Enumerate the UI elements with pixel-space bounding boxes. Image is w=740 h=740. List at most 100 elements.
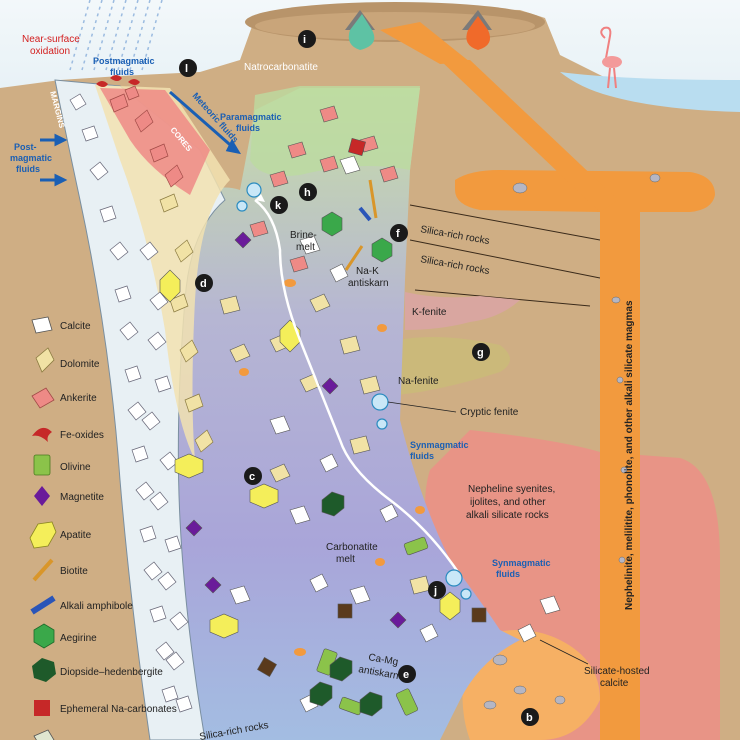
svg-text:melt: melt [336,554,355,565]
aegirine-icon [33,623,55,649]
legend-item-fe-oxides: Fe-oxides [32,427,104,442]
nak-antiskarn-label: Na-K antiskarn [348,266,389,289]
k-fenite-zone [405,292,520,330]
svg-text:Post-: Post- [14,142,37,152]
na-fenite-label: Na-fenite [398,376,439,387]
legend-item-alkali-amphibole: Alkali amphibole [30,595,133,615]
rain-streaks [69,0,163,71]
dolomite-icon [35,347,55,373]
apatite-icon [29,521,57,549]
svg-text:magmatic: magmatic [10,153,52,163]
legend-item-ankerite: Ankerite [31,387,97,409]
synmagmatic-fluids-label-2: Synmagmatic fluids [492,558,551,579]
svg-text:fluids: fluids [110,67,134,77]
dyke-label: Nephelinite, melilitite, phonolite, and … [624,300,635,610]
svg-text:Alkali amphibole: Alkali amphibole [60,601,133,612]
svg-text:fluids: fluids [16,164,40,174]
svg-text:k: k [275,200,282,212]
svg-text:Near-surface: Near-surface [22,34,80,45]
svg-text:Synmagmatic: Synmagmatic [410,440,469,450]
legend-item-dolomite: Dolomite [35,347,100,373]
svg-text:melt: melt [296,242,315,253]
svg-text:j: j [433,585,437,597]
svg-text:i: i [303,34,306,46]
legend-item-magnetite: Magnetite [34,486,104,506]
magma-inclusions [512,173,661,564]
svg-text:f: f [396,228,400,240]
fluid-pathway [254,199,462,576]
volcano-cones [345,10,492,50]
svg-text:Diopside–hedenbergite: Diopside–hedenbergite [60,667,163,678]
svg-text:g: g [477,347,484,359]
badge-i: i [298,30,316,48]
synmagmatic-fluids-label-1: Synmagmatic fluids [410,440,469,461]
silicate-hosted-calcite-label: Silicate-hosted calcite [584,666,650,689]
alkali-amphibole-icon [30,595,56,615]
badge-j: j [428,581,446,599]
svg-text:Olivine: Olivine [60,462,91,473]
svg-text:Fe-oxides: Fe-oxides [60,430,104,441]
silicate-magma-dyke [380,22,715,740]
badge-e: e [398,665,416,683]
svg-text:fluids: fluids [410,451,434,461]
ephemeral-na-carbonates-icon [34,700,50,716]
near-surface-oxidation-label: Near-surface oxidation [22,34,80,57]
svg-text:Aegirine: Aegirine [60,633,97,644]
nepheline-syenites-label: Nepheline syenites, ijolites, and other … [466,484,555,521]
diopside-hedenbergite-icon [32,658,56,682]
svg-text:Ephemeral Na-carbonates: Ephemeral Na-carbonates [60,704,177,715]
fluid-bubbles [236,182,472,600]
k-fenite-label: K-fenite [412,307,447,318]
fe-oxides-icon [32,427,52,442]
cryptic-fenite-label: Cryptic fenite [460,407,519,418]
badge-k: k [270,196,288,214]
partial-legend-icon [33,729,55,740]
legend-item-ephemeral-na-carbonates: Ephemeral Na-carbonates [34,700,177,716]
fluid-arrows [40,90,242,187]
svg-text:l: l [185,63,188,75]
calcite-fragments [69,93,193,713]
badge-f: f [390,224,408,242]
svg-text:Nepheline syenites,: Nepheline syenites, [468,484,555,495]
postmagmatic-fluids-top-label: Postmagmatic fluids [93,56,155,77]
legend-item-olivine: Olivine [33,454,91,476]
badge-g: g [472,343,490,361]
legend-item-aegirine: Aegirine [33,623,97,649]
svg-text:Synmagmatic: Synmagmatic [492,558,551,568]
svg-text:ijolites, and other: ijolites, and other [470,497,546,508]
svg-text:calcite: calcite [600,678,629,689]
svg-text:c: c [249,471,255,483]
paramagmatic-fluids-label: Paramagmatic fluids [220,112,282,133]
svg-text:e: e [403,669,409,681]
lake [560,72,740,112]
badge-d: d [195,274,213,292]
svg-text:Ankerite: Ankerite [60,393,97,404]
svg-text:Magnetite: Magnetite [60,492,104,503]
svg-text:h: h [304,187,311,199]
legend-item-biotite: Biotite [32,558,88,582]
badge-b: b [521,708,539,726]
carbonatite-melt-label: Carbonatite melt [326,542,378,565]
legend-item-apatite: Apatite [29,521,92,549]
legend-item-diopside-hedenbergite: Diopside–hedenbergite [32,658,163,682]
svg-text:d: d [200,278,207,290]
natrocarbonatite-label: Natrocarbonatite [244,62,318,73]
svg-text:antiskarn: antiskarn [348,278,389,289]
svg-text:Brine-: Brine- [290,230,317,241]
svg-text:Apatite: Apatite [60,530,92,541]
svg-text:Dolomite: Dolomite [60,359,100,370]
badge-h: h [299,183,317,201]
svg-text:oxidation: oxidation [30,46,70,57]
svg-text:Carbonatite: Carbonatite [326,542,378,553]
svg-text:Na-K: Na-K [356,266,379,277]
postmagmatic-fluids-left-label: Post- magmatic fluids [10,142,52,174]
svg-text:Calcite: Calcite [60,321,91,332]
svg-text:Biotite: Biotite [60,566,88,577]
svg-text:alkali silicate rocks: alkali silicate rocks [466,510,549,521]
legend: Calcite Dolomite Ankerite Fe-oxides Oliv… [29,316,177,740]
legend-item-calcite: Calcite [31,316,91,334]
svg-text:Silicate-hosted: Silicate-hosted [584,666,650,677]
svg-text:Ca-Mg: Ca-Mg [367,652,398,668]
